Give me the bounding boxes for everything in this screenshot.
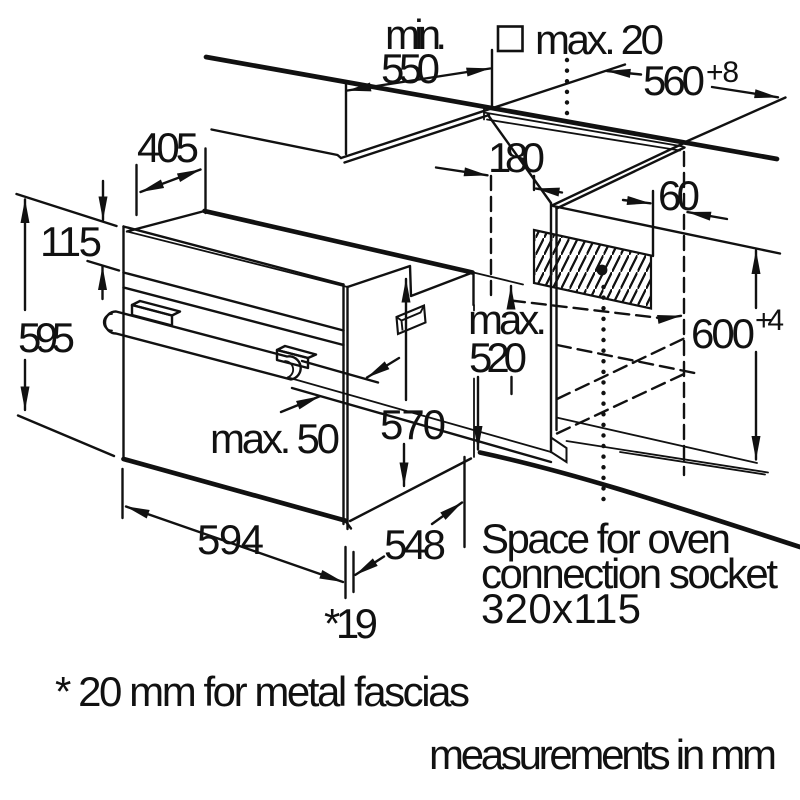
cabinet-base-front-edge-2 [619, 451, 766, 476]
oven-top-front-edge-inner [126, 230, 349, 288]
door-plane-line [290, 386, 553, 464]
dim-max50-label: max. 50 [210, 415, 340, 462]
oven-side-bottom-edge [348, 457, 473, 523]
dim-548-label: 548 [384, 521, 446, 568]
door-top-edge [122, 286, 345, 347]
arrow-lower [279, 395, 321, 414]
ext-line-bottom [16, 414, 116, 458]
arrow-upper [365, 356, 401, 379]
worktop-back-edge [210, 128, 343, 160]
oven-top-front-edge [122, 225, 345, 286]
niche-interior [289, 150, 800, 550]
handle-bar-left-cap-inner [102, 313, 113, 332]
units-note: measurements in mm [429, 731, 777, 778]
dim-left [354, 555, 386, 576]
dim-arrow-right [710, 85, 780, 99]
lip-bottom-line-2 [486, 118, 681, 152]
lip-bottom-line-1 [483, 111, 684, 148]
arrow-right [657, 314, 683, 324]
oblique-dashed [509, 299, 666, 320]
handle-bar [103, 310, 302, 381]
ext-line-top [15, 192, 118, 228]
oven-top-back-edge [202, 208, 475, 275]
oven-side-top-edge [346, 264, 474, 298]
dim-arrow-left [621, 196, 652, 205]
dim-right [430, 501, 464, 526]
niche-floor-corner-block [550, 435, 568, 464]
niche-top-front-edge-1 [551, 142, 685, 207]
door-bottom-edge [121, 456, 348, 523]
dim-min-label: min. [385, 11, 447, 58]
oven-top-left-depth-edge [125, 209, 206, 233]
dim-560-label: 560 [643, 57, 705, 104]
dim-115-label: 115 [40, 218, 102, 265]
cabinet-right-top-edge [551, 204, 782, 255]
socket-note-line3: 320x115 [481, 585, 641, 632]
dim-180-label: 180 [488, 134, 545, 181]
handle-plane-line [300, 359, 380, 384]
cabinet-base-front-edge [565, 440, 769, 474]
dim-594-label: 594 [197, 516, 264, 563]
square-symbol [496, 25, 524, 53]
oven [102, 208, 475, 531]
dim-19-label: *19 [324, 600, 378, 647]
dim-arrow-right [686, 210, 729, 221]
reference-line [472, 271, 524, 286]
dimension-max-20 [496, 25, 570, 122]
cabinet-run-bottom-edge-1 [289, 377, 552, 453]
dimension-405 [135, 147, 207, 217]
dim-520-label: 520 [469, 334, 527, 381]
dim-max-label: max. [468, 296, 547, 343]
dim-600-tolerance: +4 [755, 304, 784, 337]
handle-bracket-right [275, 348, 310, 370]
dim-max20-label: max. 20 [535, 16, 664, 63]
dim-560-tolerance: +8 [706, 56, 739, 89]
control-panel-bottom-edge [122, 271, 345, 332]
dimension-594 [121, 467, 345, 584]
dim-570-label: 570 [380, 401, 446, 448]
dimension-570 [399, 277, 411, 488]
floor-line [477, 450, 800, 550]
niche-floor-back-edge-dashed [555, 343, 699, 375]
dim-line [139, 168, 202, 194]
worktop-lines [203, 54, 787, 454]
dimension-560 [605, 68, 780, 99]
dimension-min-550 [344, 48, 494, 156]
niche-floor-front-edge [555, 416, 758, 464]
handle-bracket-left-top [130, 299, 182, 317]
dim-405-label: 405 [137, 124, 199, 171]
door-handle [102, 299, 318, 381]
dim-550-label: 550 [381, 45, 440, 92]
dim-arrow-left [434, 166, 489, 177]
dim-line [124, 505, 345, 584]
dimension-max-50 [279, 356, 553, 464]
dim-600-label: 600 [691, 310, 755, 357]
dim-arrow-left [605, 68, 643, 78]
niche-left-receding-edge [339, 63, 627, 160]
niche-left-wall-bottom-dashed [555, 372, 686, 435]
socket-note-line2: connection socket [481, 550, 778, 597]
socket-center-dot [596, 264, 608, 276]
dim-arrow-right [534, 187, 564, 197]
niche-left-receding-edge-2 [343, 113, 491, 164]
niche-right-receding-edge [681, 96, 787, 145]
dimension-60 [621, 189, 729, 258]
socket-space-hatched-area [532, 228, 653, 310]
niche-back-wall-bottom-dashed [555, 337, 686, 401]
niche-top-front-edge-2 [555, 146, 686, 210]
side-vent-slot [395, 303, 427, 336]
handle-bar-right-cap-inner [284, 360, 294, 379]
socket-note-line1: Space for oven [481, 515, 731, 562]
dimension-548-19 [344, 455, 466, 600]
dimension-max-520 [472, 271, 683, 451]
labels: min. 550 max. 20 560 +8 405 180 60 115 5… [18, 11, 784, 778]
dim-line [346, 67, 492, 92]
dimension-180 [434, 166, 564, 302]
dimension-115-595 [15, 179, 121, 458]
dim-595-label: 595 [18, 314, 75, 361]
footnote: * 20 mm for metal fascias [55, 668, 470, 715]
dim-60-label: 60 [658, 172, 700, 219]
door-bottom-corner [343, 519, 353, 530]
